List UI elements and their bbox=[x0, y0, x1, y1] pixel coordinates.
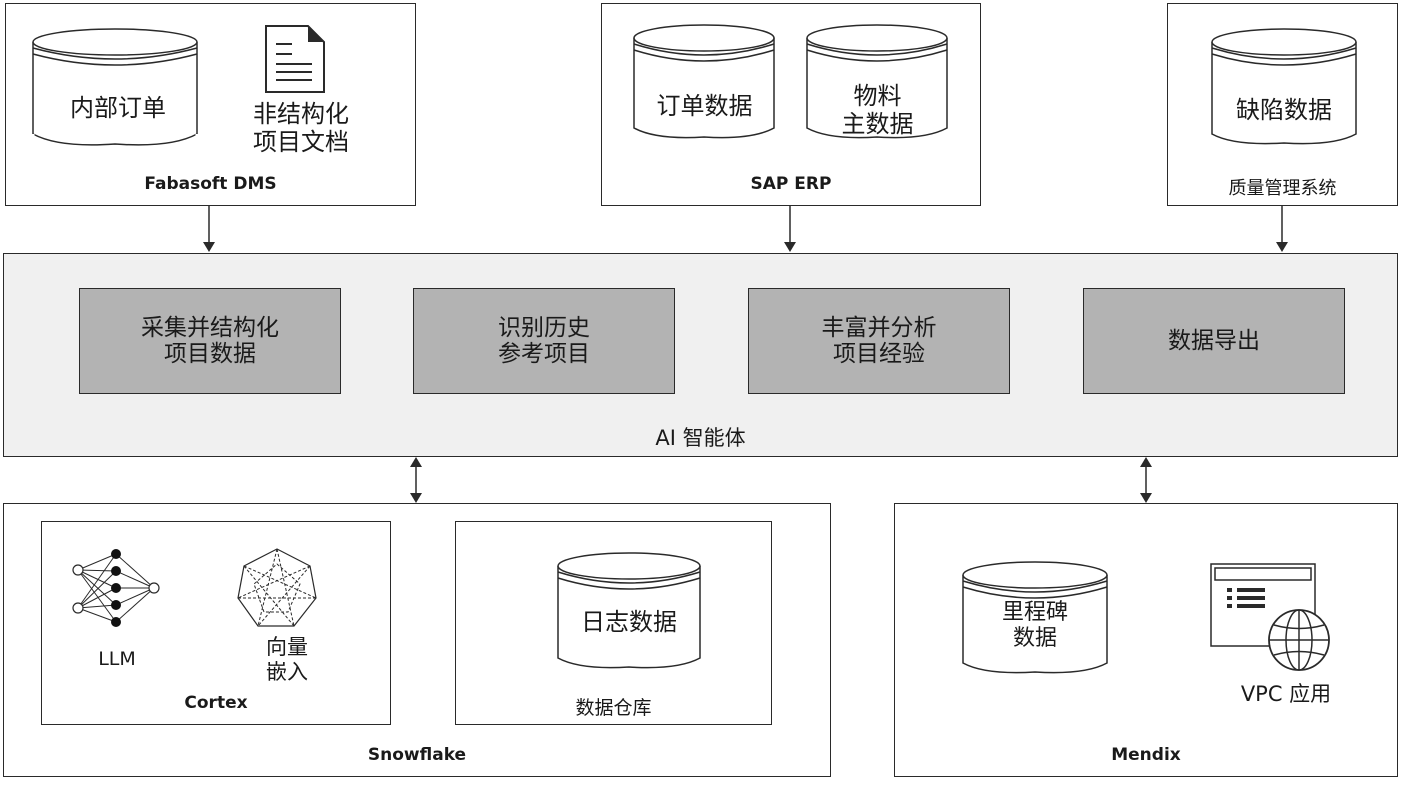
milestone-data-label: 里程碑 数据 bbox=[1001, 600, 1068, 651]
order-data-label: 订单数据 bbox=[656, 92, 753, 120]
step-identify-reference-label: 识别历史 参考项目 bbox=[498, 315, 590, 367]
data-warehouse-box: 日志数据 数据仓库 bbox=[455, 521, 772, 725]
step-collect-structure-label: 采集并结构化 项目数据 bbox=[141, 315, 279, 367]
sap-erp-title: SAP ERP bbox=[750, 174, 832, 194]
arrow-fabasoft-to-agent bbox=[203, 206, 215, 252]
internal-orders-database-icon bbox=[31, 28, 199, 146]
vector-embedding-icon bbox=[237, 548, 317, 627]
log-data-database-icon bbox=[557, 552, 701, 669]
quality-system-title: 质量管理系统 bbox=[1228, 178, 1337, 199]
order-data-database-icon bbox=[633, 24, 775, 139]
quality-system-box: 缺陷数据 质量管理系统 bbox=[1167, 3, 1398, 206]
mendix-title: Mendix bbox=[1111, 745, 1181, 765]
defect-data-database-icon bbox=[1211, 28, 1357, 145]
step-collect-structure: 采集并结构化 项目数据 bbox=[79, 288, 341, 394]
material-master-database-icon bbox=[806, 24, 948, 139]
internal-orders-label: 内部订单 bbox=[70, 94, 166, 122]
ai-agent-title: AI 智能体 bbox=[655, 426, 746, 450]
unstructured-docs-label: 非结构化 项目文档 bbox=[253, 100, 349, 156]
sap-erp-box: 订单数据 物料 主数据 SAP ERP bbox=[601, 3, 981, 206]
ai-agent-band: 采集并结构化 项目数据 识别历史 参考项目 丰富并分析 项目经验 数据导出 AI… bbox=[3, 253, 1398, 457]
log-data-label: 日志数据 bbox=[581, 608, 677, 636]
vpc-app-icon bbox=[1210, 563, 1330, 671]
vector-embedding-label: 向量 嵌入 bbox=[266, 635, 308, 684]
step-enrich-analyze-label: 丰富并分析 项目经验 bbox=[821, 315, 937, 367]
snowflake-title: Snowflake bbox=[367, 745, 467, 765]
fabasoft-dms-box: 内部订单 非结构化 项目文档 Fabasoft DMS bbox=[5, 3, 416, 206]
vpc-app-label: VPC 应用 bbox=[1240, 682, 1332, 706]
arrow-quality-to-agent bbox=[1276, 206, 1288, 252]
step-enrich-analyze: 丰富并分析 项目经验 bbox=[748, 288, 1010, 394]
arrow-sap-to-agent bbox=[784, 206, 796, 252]
document-icon bbox=[265, 25, 325, 93]
arrow-agent-snowflake bbox=[410, 457, 422, 503]
snowflake-box: LLM 向量 嵌入 Cortex 日志数据 数据仓库 Snowflak bbox=[3, 503, 831, 777]
llm-label: LLM bbox=[98, 648, 136, 670]
step-data-export-label: 数据导出 bbox=[1168, 328, 1260, 354]
neural-network-icon bbox=[72, 549, 160, 627]
fabasoft-dms-title: Fabasoft DMS bbox=[144, 174, 277, 194]
step-data-export: 数据导出 bbox=[1083, 288, 1345, 394]
data-warehouse-title: 数据仓库 bbox=[575, 697, 652, 719]
defect-data-label: 缺陷数据 bbox=[1236, 96, 1332, 124]
arrow-agent-mendix bbox=[1140, 457, 1152, 503]
mendix-box: 里程碑 数据 VPC 应用 Mendix bbox=[894, 503, 1398, 777]
milestone-data-database-icon bbox=[962, 561, 1108, 674]
step-identify-reference: 识别历史 参考项目 bbox=[413, 288, 675, 394]
cortex-box: LLM 向量 嵌入 Cortex bbox=[41, 521, 391, 725]
material-master-label: 物料 主数据 bbox=[841, 82, 914, 138]
cortex-title: Cortex bbox=[184, 693, 248, 713]
